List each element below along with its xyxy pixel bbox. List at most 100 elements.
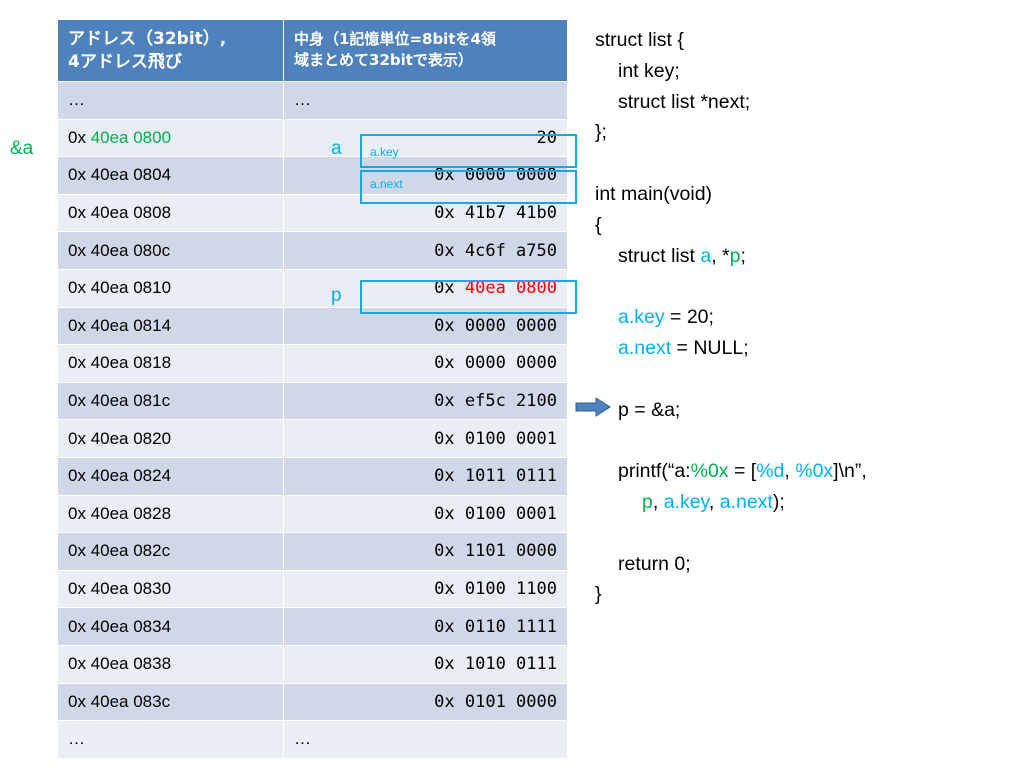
- address-cell: 0x 40ea 0808: [57, 193, 284, 233]
- address-cell: 0x 40ea 0810: [57, 268, 284, 308]
- value-cell: 0x 0100 0001: [283, 419, 568, 458]
- address-value: 40ea 083c: [90, 691, 171, 711]
- table-row: 0x 40ea 081c 0x ef5c 2100: [57, 381, 568, 421]
- code-text: = [: [728, 460, 757, 483]
- p-box: [360, 280, 577, 314]
- variable-p-label: p: [331, 285, 342, 306]
- table-row: 0x 40ea 0838 0x 1010 0111: [57, 644, 568, 684]
- address-cell: 0x 40ea 0804: [57, 156, 284, 195]
- code-text: ;: [740, 244, 746, 267]
- address-prefix: 0x: [68, 616, 91, 636]
- address-prefix: 0x: [68, 579, 91, 599]
- code-var-p: p: [729, 244, 741, 267]
- pointer-value: 40ea 0800: [464, 278, 557, 299]
- a-next-box: [360, 170, 577, 204]
- address-value: 40ea 0808: [90, 203, 172, 223]
- code-line: int key;: [618, 59, 680, 82]
- address-prefix: 0x: [68, 353, 91, 373]
- table-row: … …: [57, 720, 568, 759]
- code-line: };: [595, 121, 607, 144]
- table-row: 0x 40ea 0834 0x 0110 1111: [57, 607, 568, 646]
- a-key-field-label: a.key: [370, 145, 399, 159]
- header-address-line-2: 4アドレス飛び: [68, 52, 182, 72]
- address-value: 40ea 0834: [90, 616, 172, 636]
- value-cell: 0x 0000 0000: [283, 156, 568, 195]
- address-prefix: 0x: [68, 315, 91, 335]
- value-cell: 0x 0101 0000: [283, 682, 568, 722]
- code-line-current: p = &a;: [618, 398, 681, 421]
- address-prefix: 0x: [68, 654, 91, 674]
- address-value: 40ea 081c: [90, 391, 171, 411]
- address-cell: 0x 40ea 081c: [57, 381, 284, 421]
- value-cell: 0x 41b7 41b0: [283, 193, 568, 233]
- address-cell: …: [57, 81, 284, 120]
- code-line: printf(“a:%0x = [%d, %0x]\n”,: [595, 456, 1015, 487]
- value-cell: 20: [283, 118, 568, 158]
- value-cell: 0x 0100 0001: [283, 494, 568, 534]
- code-blank-line: [595, 364, 1015, 395]
- code-text: printf(“a:: [618, 460, 691, 483]
- table-row: 0x 40ea 0820 0x 0100 0001: [57, 419, 568, 458]
- memory-table: アドレス（32bit）, 4アドレス飛び 中身（1記憶単位=8bitを4領 域ま…: [57, 19, 568, 759]
- code-a-next: a.next: [719, 490, 773, 513]
- address-cell: 0x 40ea 082c: [57, 532, 284, 571]
- code-line: int main(void): [595, 182, 713, 205]
- code-blank-line: [595, 271, 1015, 302]
- address-cell: 0x 40ea 0824: [57, 456, 284, 496]
- address-cell: 0x 40ea 0800: [57, 118, 284, 158]
- code-line: {: [595, 213, 602, 236]
- address-cell: 0x 40ea 0838: [57, 644, 284, 684]
- address-cell: 0x 40ea 0828: [57, 494, 284, 534]
- code-text: ,: [784, 460, 796, 483]
- table-row: 0x 40ea 0810 0x 40ea 0800: [57, 268, 568, 308]
- code-text: = NULL;: [671, 336, 749, 359]
- address-cell: 0x 40ea 083c: [57, 682, 284, 722]
- code-line: p, a.key, a.next);: [595, 487, 1015, 518]
- code-format: %0x: [690, 460, 729, 483]
- value-cell: 0x 1010 0111: [283, 644, 568, 684]
- value-cell: 0x 0110 1111: [283, 607, 568, 646]
- code-text: , *: [711, 244, 730, 267]
- table-row: 0x 40ea 083c 0x 0101 0000: [57, 682, 568, 722]
- value-cell: 0x 4c6f a750: [283, 231, 568, 270]
- address-cell: 0x 40ea 080c: [57, 231, 284, 270]
- code-line: }: [595, 583, 602, 606]
- table-row: 0x 40ea 080c 0x 4c6f a750: [57, 231, 568, 270]
- code-line: return 0;: [618, 552, 691, 575]
- code-text: struct list: [618, 244, 701, 267]
- header-content: 中身（1記憶単位=8bitを4領 域まとめて32bitで表示）: [283, 19, 568, 82]
- code-a-key: a.key: [618, 306, 665, 329]
- address-value: 40ea 082c: [90, 541, 171, 561]
- table-row: 0x 40ea 0800 20: [57, 118, 568, 158]
- header-address-line-1: アドレス（32bit）,: [68, 29, 227, 49]
- address-value: 40ea 0810: [90, 278, 172, 298]
- header-address: アドレス（32bit）, 4アドレス飛び: [57, 19, 284, 82]
- address-prefix: 0x: [68, 165, 91, 185]
- code-format: %d: [756, 460, 785, 483]
- address-value: 40ea 0814: [90, 315, 172, 335]
- address-cell: 0x 40ea 0814: [57, 306, 284, 346]
- variable-a-label: a: [331, 138, 342, 159]
- code-blank-line: [595, 518, 1015, 549]
- code-var-a: a: [700, 244, 712, 267]
- address-prefix: 0x: [68, 127, 91, 147]
- address-prefix: 0x: [68, 278, 91, 298]
- code-text: ]\n”,: [833, 460, 867, 483]
- address-highlight: 40ea 0800: [90, 127, 172, 147]
- table-row: 0x 40ea 082c 0x 1101 0000: [57, 532, 568, 571]
- header-content-line-2: 域まとめて32bitで表示）: [294, 51, 473, 69]
- table-row: 0x 40ea 0808 0x 41b7 41b0: [57, 193, 568, 233]
- code-blank-line: [595, 425, 1015, 456]
- address-cell: 0x 40ea 0830: [57, 569, 284, 609]
- table-row: 0x 40ea 0824 0x 1011 0111: [57, 456, 568, 496]
- address-prefix: 0x: [68, 503, 91, 523]
- code-line: struct list *next;: [618, 90, 751, 113]
- address-value: 40ea 0830: [90, 579, 172, 599]
- code-text: );: [772, 490, 785, 513]
- table-row: … …: [57, 81, 568, 120]
- value-cell: 0x 1011 0111: [283, 456, 568, 496]
- address-prefix: 0x: [68, 391, 91, 411]
- code-text: = 20;: [664, 306, 714, 329]
- code-line: a.key = 20;: [595, 302, 1015, 333]
- code-var-p: p: [642, 490, 653, 513]
